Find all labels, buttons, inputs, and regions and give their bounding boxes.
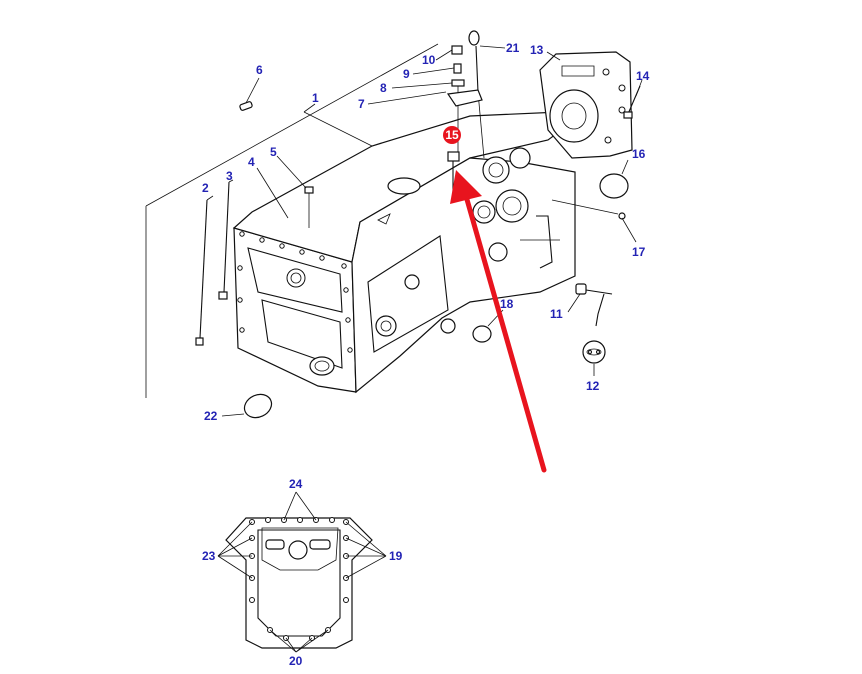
callout-6: 6 bbox=[256, 63, 263, 77]
callout-17: 17 bbox=[632, 245, 646, 259]
callout-20: 20 bbox=[289, 654, 303, 668]
inset-leader-lines bbox=[217, 491, 387, 653]
callout-22: 22 bbox=[204, 409, 218, 423]
highlight-badge: 15 bbox=[443, 126, 461, 144]
callout-8: 8 bbox=[380, 81, 387, 95]
cover-plate-inset bbox=[225, 517, 373, 649]
highlight-label: 15 bbox=[445, 128, 459, 142]
callout-13: 13 bbox=[530, 43, 544, 57]
pin-6 bbox=[239, 101, 253, 111]
callout-19: 19 bbox=[389, 549, 403, 563]
callout-2: 2 bbox=[202, 181, 209, 195]
screw-5 bbox=[304, 186, 314, 228]
callout-labels: 6 1 5 4 3 2 7 8 9 10 21 13 14 16 17 11 1… bbox=[202, 41, 650, 668]
callout-11: 11 bbox=[550, 307, 563, 321]
dowel-3 bbox=[218, 181, 230, 300]
plug-18 bbox=[472, 325, 492, 343]
callout-24: 24 bbox=[289, 477, 303, 491]
callout-16: 16 bbox=[632, 147, 646, 161]
grommet-12 bbox=[582, 340, 606, 364]
dipstick-21 bbox=[468, 30, 485, 159]
rear-cover-housing bbox=[539, 51, 633, 159]
cover-disc-16 bbox=[599, 173, 629, 199]
callout-7: 7 bbox=[358, 97, 365, 111]
callout-14: 14 bbox=[636, 69, 650, 83]
callout-21: 21 bbox=[506, 41, 520, 55]
callout-4: 4 bbox=[248, 155, 255, 169]
callout-18: 18 bbox=[500, 297, 514, 311]
group-bracket-line bbox=[145, 43, 439, 398]
callout-5: 5 bbox=[270, 145, 277, 159]
o-ring-17 bbox=[618, 212, 626, 220]
seal-disc-22 bbox=[243, 393, 273, 419]
callout-23: 23 bbox=[202, 549, 216, 563]
bracket-7 bbox=[446, 89, 483, 107]
highlight-arrow bbox=[450, 170, 547, 473]
callout-1: 1 bbox=[312, 91, 319, 105]
sensor-11 bbox=[575, 283, 613, 327]
callout-3: 3 bbox=[226, 169, 233, 183]
callout-10: 10 bbox=[422, 53, 436, 67]
callout-9: 9 bbox=[403, 67, 410, 81]
callout-12: 12 bbox=[586, 379, 600, 393]
leader-lines bbox=[206, 45, 643, 417]
transmission-housing bbox=[232, 111, 577, 394]
stud-2 bbox=[195, 199, 208, 346]
